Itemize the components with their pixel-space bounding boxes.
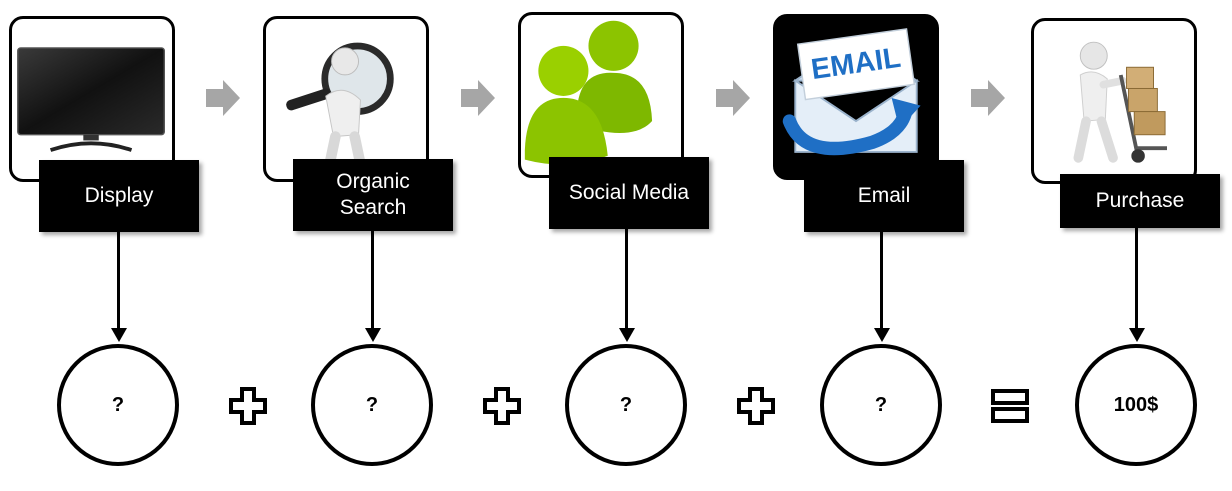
equals-icon bbox=[991, 389, 1029, 423]
plus-icon bbox=[737, 387, 775, 425]
connector-line bbox=[1135, 228, 1138, 330]
connector-arrowhead bbox=[365, 328, 381, 342]
step-arrow-icon bbox=[461, 80, 495, 116]
connector-line bbox=[625, 229, 628, 330]
connector-arrowhead bbox=[1129, 328, 1145, 342]
organic-search-tile bbox=[263, 16, 429, 182]
connector-line bbox=[371, 231, 374, 330]
social-media-tile bbox=[518, 12, 684, 178]
step-label-display: Display bbox=[39, 160, 199, 232]
connector-arrowhead bbox=[874, 328, 890, 342]
step-arrow-icon bbox=[971, 80, 1005, 116]
plus-icon bbox=[229, 387, 267, 425]
magnifier-person-icon bbox=[286, 42, 394, 179]
email-tile: EMAIL bbox=[773, 14, 939, 180]
step-label-email: Email bbox=[804, 160, 964, 232]
step-label-social-media: Social Media bbox=[549, 157, 709, 229]
step-label-purchase: Purchase bbox=[1060, 174, 1220, 228]
connector-arrowhead bbox=[619, 328, 635, 342]
step-arrow-icon bbox=[206, 80, 240, 116]
value-circle-email: ? bbox=[820, 344, 942, 466]
step-label-organic-search: Organic Search bbox=[293, 159, 453, 231]
tv-monitor-icon bbox=[17, 47, 166, 152]
display-tile bbox=[9, 16, 175, 182]
people-group-icon bbox=[524, 20, 653, 165]
value-circle-display: ? bbox=[57, 344, 179, 466]
connector-arrowhead bbox=[111, 328, 127, 342]
connector-line bbox=[880, 232, 883, 330]
step-arrow-icon bbox=[716, 80, 750, 116]
value-circle-purchase: 100$ bbox=[1075, 344, 1197, 466]
email-envelope-icon: EMAIL bbox=[782, 28, 921, 156]
plus-icon bbox=[483, 387, 521, 425]
hand-truck-person-icon bbox=[1073, 41, 1168, 163]
purchase-tile bbox=[1031, 18, 1197, 184]
value-circle-organic-search: ? bbox=[311, 344, 433, 466]
value-circle-social-media: ? bbox=[565, 344, 687, 466]
connector-line bbox=[117, 232, 120, 330]
